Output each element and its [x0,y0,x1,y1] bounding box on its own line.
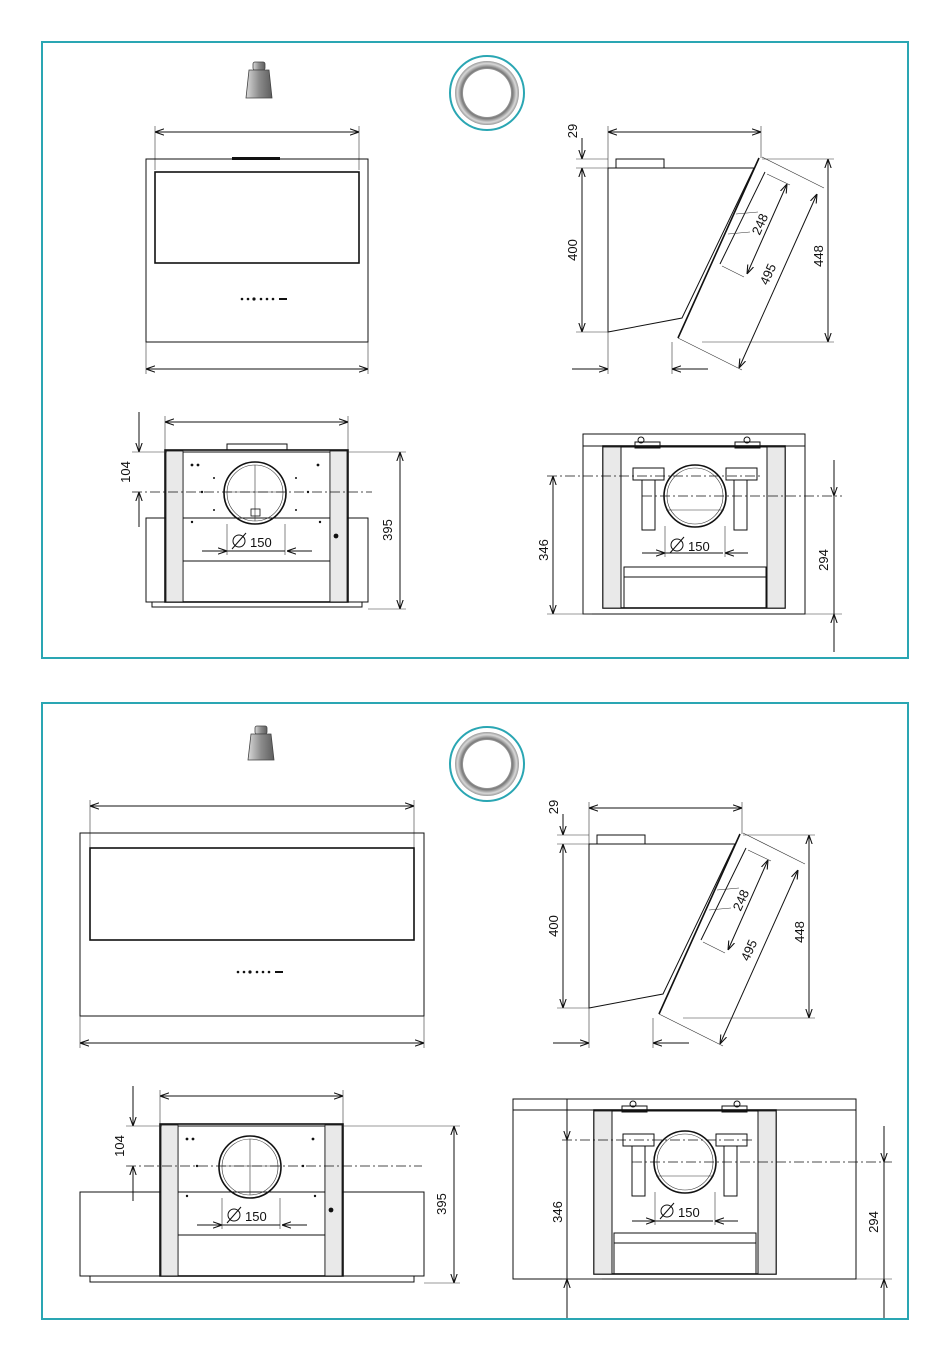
dim-side-248: 248 [730,887,753,913]
dim-back-104: 104 [112,1135,127,1157]
dim-back-diameter: 150 [245,1209,267,1224]
dim-back-395: 395 [380,519,395,541]
dim-side-400: 400 [546,915,561,937]
drawing-panel-top: 29 400 248 495 448 [41,41,909,659]
front-view [146,126,368,374]
dim-back-104: 104 [118,461,133,483]
dim-rear-346: 346 [536,539,551,561]
dim-side-495: 495 [738,937,761,963]
diameter-icon [660,1203,674,1219]
ring-icon [450,727,524,801]
back-view: 150 104 395 [80,1086,460,1283]
dim-side-448: 448 [792,921,807,943]
diameter-icon [227,1207,241,1223]
dim-side-400: 400 [565,239,580,261]
diameter-icon [670,537,684,553]
dim-back-diameter: 150 [250,535,272,550]
front-view [80,800,424,1048]
dim-back-395: 395 [434,1193,449,1215]
dim-rear-294: 294 [866,1211,881,1233]
drawing-bottom: 29 400 248 495 448 [43,704,909,1320]
dim-side-495: 495 [757,261,780,287]
dim-rear-diameter: 150 [678,1205,700,1220]
back-view: 150 104 395 [118,412,406,609]
dim-rear-294: 294 [816,549,831,571]
side-view: 29 400 248 495 448 [565,124,834,374]
dim-rear-346: 346 [550,1201,565,1223]
dim-rear-diameter: 150 [688,539,710,554]
dim-side-248: 248 [749,211,772,237]
dim-side-29: 29 [565,124,580,138]
rear-view: 150 346 294 [513,1099,892,1318]
drawing-top: 29 400 248 495 448 [43,43,909,659]
weight-icon [246,62,272,98]
drawing-panel-bottom: 29 400 248 495 448 [41,702,909,1320]
dim-side-29: 29 [546,800,561,814]
side-view: 29 400 248 495 448 [546,800,815,1048]
rear-view: 150 346 294 [536,434,842,652]
ring-icon [450,56,524,130]
diameter-icon [232,533,246,549]
weight-icon [248,726,274,760]
dim-side-448: 448 [811,245,826,267]
